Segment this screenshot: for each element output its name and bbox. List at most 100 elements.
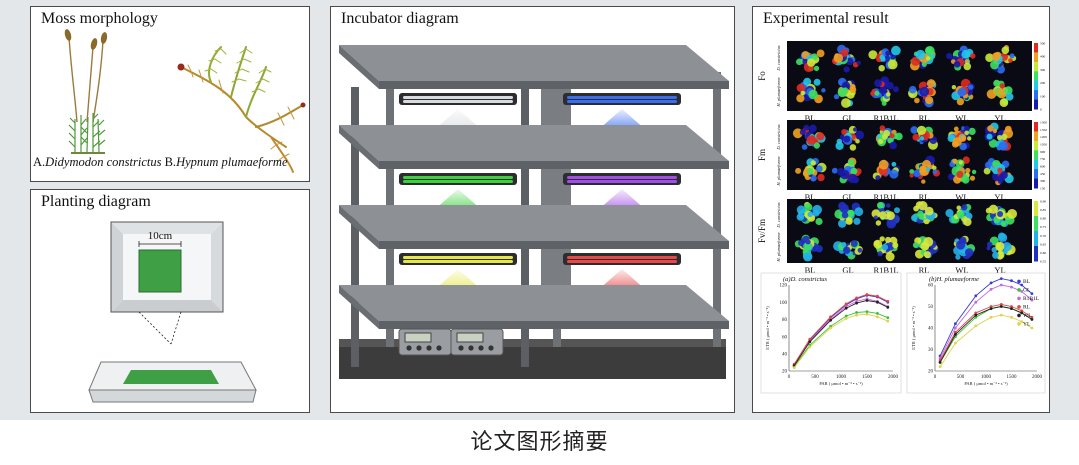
treatment-label: GL [842,265,853,275]
y-tick-label: 60 [928,284,934,289]
fluorescence-pixel [997,135,1003,141]
legend-marker [1017,313,1021,318]
fluorescence-pixel [843,66,850,73]
fluorescence-pixel [998,141,1009,151]
fluorescence-pixel [959,236,967,244]
fluorescence-pixel [965,248,974,257]
result-panel-title: Experimental result [763,10,889,27]
fluorescence-pixel [796,58,803,66]
fluorescence-pixel [878,159,889,170]
fluorescence-pixel [849,86,857,94]
data-point-rl [1010,305,1013,308]
fluorescence-pixel [925,46,935,56]
fluorescence-pixel [909,169,915,175]
fluorescence-pixel [850,167,858,175]
fluorescence-pixel [815,165,823,173]
fluorescence-pixel [885,252,895,262]
fluorescence-pixel [847,209,855,217]
colorbar-segment [1034,246,1038,262]
hypnum-plant [177,46,306,173]
controller-button [468,345,474,351]
fluorescence-pixel [953,61,961,68]
data-point-rl [886,299,890,303]
fluorescence-pixel [875,175,881,181]
fluorescence-pixel [800,90,805,96]
controller-button [416,345,422,351]
fluorescence-pixel [855,130,865,140]
fluorescence-pixel [833,53,843,63]
result-species-label: D. constrictus [776,45,781,71]
colorbar-tick-label: 0.70 [1040,234,1046,238]
incubator-panel-title: Incubator diagram [341,10,459,27]
data-point-rl [855,296,858,300]
treatment-label: GL [842,113,853,123]
light-tube [403,100,513,103]
fluorescence-pixel [997,211,1004,217]
data-point-rl [974,311,978,315]
fluorescence-pixel [810,160,816,166]
controller-button [488,345,494,351]
fluorescence-pixel [876,57,881,63]
fluorescence-pixel [841,129,847,135]
controller-button [436,345,442,351]
series-line-bl [939,278,1033,357]
colorbar-segment [1034,140,1038,151]
y-axis-label: ETR ( μmol • m⁻² • s⁻¹) [911,306,916,350]
fluorescence-pixel [889,169,899,179]
fluorescence-pixel [986,246,991,251]
fluorescence-pixel [854,207,864,217]
data-point-rl [865,293,869,296]
colorbar-segment [1034,99,1038,110]
data-point-yl [974,324,978,328]
series-line-wl [939,306,1033,363]
fluorescence-pixel [962,156,970,164]
x-tick-label: 500 [957,375,965,380]
fluorescence-pixel [1000,221,1007,227]
x-tick-label: 1000 [836,375,847,380]
data-point-wl [938,361,942,364]
data-point-gl [865,310,869,314]
colorbar-tick-label: 400 [1040,55,1046,59]
data-point-r1b1l [1010,285,1013,289]
data-point-yl [1020,320,1024,323]
fluorescence-pixel [835,141,844,150]
data-point-rl [829,315,832,319]
fluorescence-pixel [891,45,901,56]
shelf-edge [379,241,729,249]
treatment-label: R1B1L [873,265,898,275]
fluorescence-pixel [932,165,937,171]
fluorescence-pixel [908,85,917,94]
fluorescence-pixel [1008,58,1013,63]
data-point-rl [1020,309,1024,313]
treatment-label: YL [994,113,1005,123]
treatment-label: R1B1L [873,113,898,123]
fluorescence-pixel [963,125,970,132]
fluorescence-pixel [813,65,820,72]
y-tick-label: 120 [780,284,788,289]
fluorescence-pixel [810,177,815,182]
colorbar-tick-label: 1200 [1040,135,1047,139]
fluorescence-pixel [945,209,954,218]
fluorescence-pixel [807,58,816,67]
data-point-wl [855,301,858,305]
fluorescence-pixel [971,169,977,175]
fluorescence-pixel [1002,242,1012,252]
controller-button [458,345,464,351]
fluorescence-pixel [925,167,931,172]
x-tick-label: 1000 [981,375,992,380]
incubator-diagram-panel: Incubator diagram [330,6,735,413]
result-species-label: D. constrictus [776,124,781,150]
result-species-label: H. plumaeforme [776,232,781,262]
data-point-yl [954,341,957,345]
data-point-wl [989,307,993,310]
moss-morphology-panel: Moss morphology [30,6,310,182]
fluorescence-pixel [964,130,969,136]
species-b-name: Hypnum plumaeforme [176,155,288,169]
fluorescence-pixel [909,173,914,178]
fluorescence-pixel [918,213,925,220]
x-tick-label: 500 [811,375,819,380]
data-point-r1b1l [954,326,957,330]
colorbar-tick-label: 0.65 [1040,242,1046,246]
fluorescence-pixel [796,94,805,103]
